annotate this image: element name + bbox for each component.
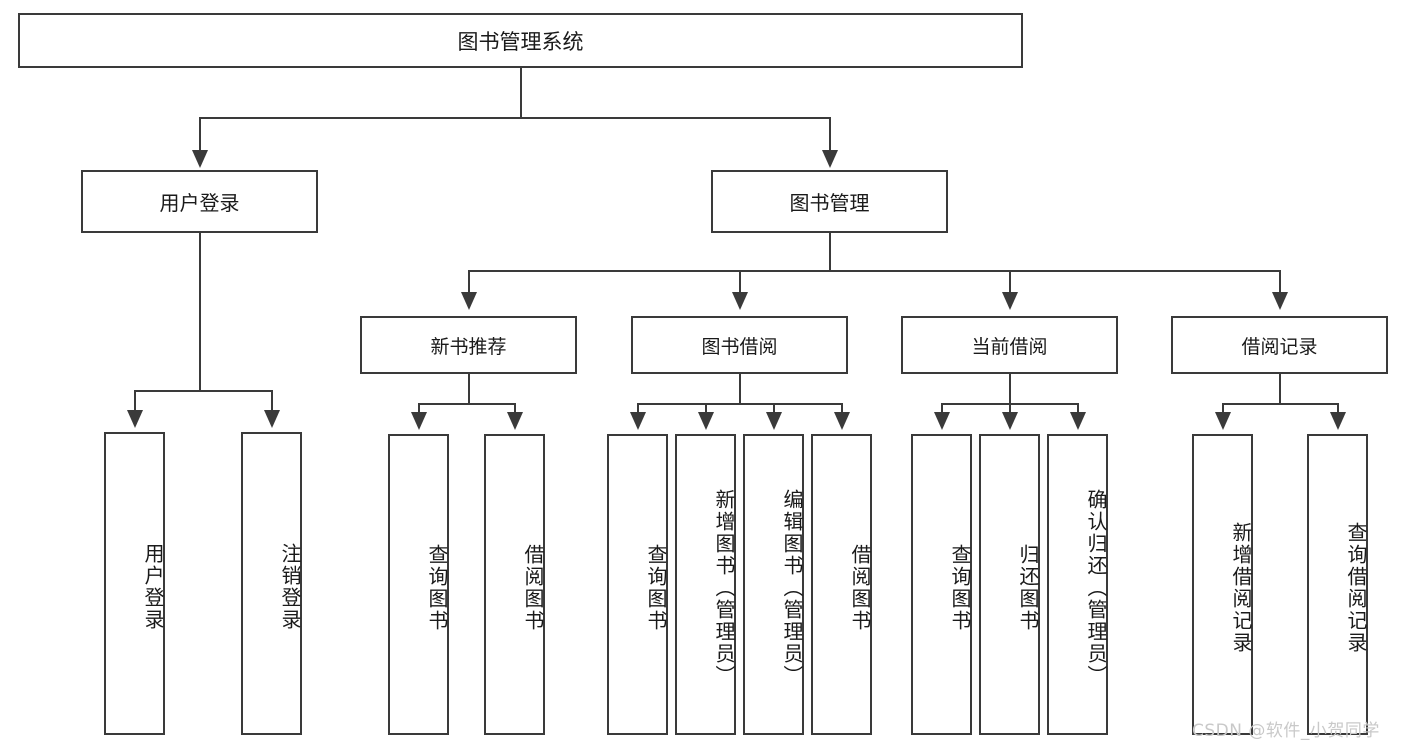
node-book-borrow[interactable]: 图书借阅 <box>631 316 848 374</box>
node-borrow-record[interactable]: 借阅记录 <box>1171 316 1388 374</box>
arrow-leaf-book-borrow-0 <box>630 412 646 430</box>
leaf-borrow-record-1-label: 查询借阅记录 <box>1344 521 1368 654</box>
arrow-leaf-current-borrow-1 <box>1002 412 1018 430</box>
leaf-book-borrow-1[interactable]: 新增图书（管理员） <box>675 434 736 735</box>
node-root-label: 图书管理系统 <box>457 29 584 54</box>
connector-level3-bus <box>468 270 1280 272</box>
connector-new-book-bus <box>418 403 516 405</box>
arrow-leaf-book-borrow-1 <box>698 412 714 430</box>
arrow-leaf-user-login-0 <box>127 410 143 428</box>
arrow-leaf-current-borrow-2 <box>1070 412 1086 430</box>
node-new-book-recommend-label: 新书推荐 <box>430 335 507 358</box>
node-user-login-label: 用户登录 <box>159 191 240 215</box>
arrow-leaf-book-borrow-3 <box>834 412 850 430</box>
arrow-leaf-book-borrow-2 <box>766 412 782 430</box>
connector-drop-leaf-book-borrow-3 <box>841 403 843 415</box>
connector-drop-new-book <box>468 270 470 295</box>
node-current-borrow-label: 当前借阅 <box>971 335 1048 358</box>
connector-drop-book-borrow <box>739 270 741 295</box>
leaf-user-login-1[interactable]: 注销登录 <box>241 432 302 735</box>
connector-drop-leaf-current-borrow-1 <box>1009 403 1011 415</box>
leaf-current-borrow-0[interactable]: 查询图书 <box>911 434 972 735</box>
node-book-manage-label: 图书管理 <box>789 191 870 215</box>
connector-drop-user-login <box>199 117 201 152</box>
connector-drop-leaf-book-borrow-1 <box>705 403 707 415</box>
leaf-current-borrow-0-label: 查询图书 <box>948 543 972 632</box>
node-current-borrow[interactable]: 当前借阅 <box>901 316 1118 374</box>
arrow-borrow-record <box>1272 292 1288 310</box>
connector-book-borrow-stem <box>739 374 741 405</box>
leaf-user-login-1-label: 注销登录 <box>278 542 302 631</box>
leaf-book-borrow-3[interactable]: 借阅图书 <box>811 434 872 735</box>
node-book-borrow-label: 图书借阅 <box>701 335 778 358</box>
connector-level2-bus <box>199 117 831 119</box>
node-root[interactable]: 图书管理系统 <box>18 13 1023 68</box>
connector-drop-current-borrow <box>1009 270 1011 295</box>
arrow-leaf-new-book-0 <box>411 412 427 430</box>
leaf-borrow-record-1[interactable]: 查询借阅记录 <box>1307 434 1368 735</box>
leaf-book-borrow-0[interactable]: 查询图书 <box>607 434 668 735</box>
connector-root-stem <box>520 68 522 117</box>
connector-drop-leaf-user-login-0 <box>134 390 136 412</box>
connector-drop-leaf-borrow-record-1 <box>1337 403 1339 415</box>
leaf-current-borrow-1[interactable]: 归还图书 <box>979 434 1040 735</box>
leaf-current-borrow-2[interactable]: 确认归还（管理员） <box>1047 434 1108 735</box>
connector-book-borrow-bus <box>637 403 842 405</box>
leaf-borrow-record-0-label: 新增借阅记录 <box>1229 521 1253 654</box>
arrow-leaf-borrow-record-1 <box>1330 412 1346 430</box>
arrow-leaf-current-borrow-0 <box>934 412 950 430</box>
arrow-leaf-borrow-record-0 <box>1215 412 1231 430</box>
arrow-book-manage <box>822 150 838 168</box>
leaf-current-borrow-2-label: 确认归还（管理员） <box>1084 488 1108 687</box>
connector-book-manage-stem <box>829 233 831 272</box>
leaf-new-book-1[interactable]: 借阅图书 <box>484 434 545 735</box>
connector-drop-leaf-borrow-record-0 <box>1222 403 1224 415</box>
arrow-leaf-user-login-1 <box>264 410 280 428</box>
connector-drop-leaf-current-borrow-0 <box>941 403 943 415</box>
connector-drop-leaf-new-book-0 <box>418 403 420 415</box>
connector-drop-leaf-new-book-1 <box>514 403 516 415</box>
leaf-new-book-1-label: 借阅图书 <box>521 543 545 632</box>
leaf-borrow-record-0[interactable]: 新增借阅记录 <box>1192 434 1253 735</box>
watermark-text: CSDN @软件_小贺同学 <box>1192 721 1380 741</box>
leaf-book-borrow-0-label: 查询图书 <box>644 543 668 632</box>
leaf-current-borrow-1-label: 归还图书 <box>1016 543 1040 632</box>
node-borrow-record-label: 借阅记录 <box>1241 335 1318 358</box>
arrow-leaf-new-book-1 <box>507 412 523 430</box>
connector-drop-borrow-record <box>1279 270 1281 295</box>
leaf-new-book-0[interactable]: 查询图书 <box>388 434 449 735</box>
node-book-manage[interactable]: 图书管理 <box>711 170 948 233</box>
connector-new-book-stem <box>468 374 470 405</box>
connector-user-login-bus <box>134 390 271 392</box>
connector-drop-leaf-book-borrow-0 <box>637 403 639 415</box>
connector-current-borrow-stem <box>1009 374 1011 405</box>
connector-drop-leaf-user-login-1 <box>271 390 273 412</box>
node-new-book-recommend[interactable]: 新书推荐 <box>360 316 577 374</box>
arrow-book-borrow <box>732 292 748 310</box>
leaf-book-borrow-3-label: 借阅图书 <box>848 543 872 632</box>
connector-borrow-record-bus <box>1222 403 1337 405</box>
connector-drop-leaf-book-borrow-2 <box>773 403 775 415</box>
leaf-user-login-0-label: 用户登录 <box>141 542 165 631</box>
leaf-book-borrow-2-label: 编辑图书（管理员） <box>780 488 804 687</box>
leaf-user-login-0[interactable]: 用户登录 <box>104 432 165 735</box>
arrow-current-borrow <box>1002 292 1018 310</box>
connector-drop-book-manage <box>829 117 831 152</box>
connector-drop-leaf-current-borrow-2 <box>1077 403 1079 415</box>
leaf-book-borrow-2[interactable]: 编辑图书（管理员） <box>743 434 804 735</box>
node-user-login[interactable]: 用户登录 <box>81 170 318 233</box>
connector-user-login-stem <box>199 233 201 392</box>
arrow-new-book <box>461 292 477 310</box>
leaf-new-book-0-label: 查询图书 <box>425 543 449 632</box>
arrow-user-login <box>192 150 208 168</box>
leaf-book-borrow-1-label: 新增图书（管理员） <box>712 488 736 687</box>
connector-borrow-record-stem <box>1279 374 1281 405</box>
